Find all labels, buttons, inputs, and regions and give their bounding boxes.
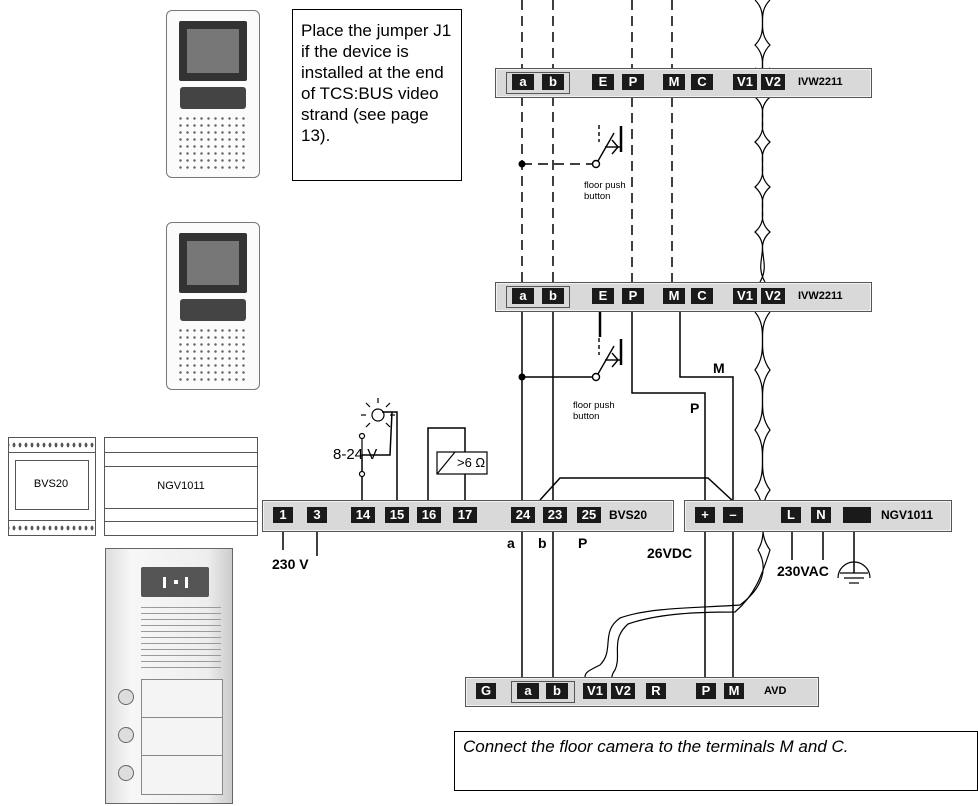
label-resistor: >6 Ω [457,455,486,470]
ground-symbol [837,561,871,584]
terminal-v1: V1 [733,288,757,304]
terminal-3: 3 [307,507,327,523]
ngv1011-strip: + – L N NGV1011 [684,500,952,532]
monitor-screen [179,233,247,293]
video-twisted-pair-bottom [584,311,771,678]
bvs20-strip: 1 3 14 15 16 17 24 23 25 BVS20 [262,500,674,532]
terminal-16: 16 [417,507,441,523]
name-plate-1 [141,679,223,719]
speaker-grille [177,327,249,381]
label-lamp-voltage: 8-24 V [333,446,378,463]
label-wire-p: P [690,400,700,416]
call-button-2 [118,727,134,743]
terminal-b: b [546,683,568,699]
ab-group [506,72,570,94]
monitor-keypad [180,87,246,109]
monitor-screen [179,21,247,81]
name-plate-2 [141,717,223,757]
ivw2211-top-strip: a b E P M C V1 V2 IVW2211 [495,68,872,98]
terminal-24: 24 [511,507,535,523]
terminal-23: 23 [543,507,567,523]
bvs20-model: BVS20 [609,508,648,522]
ab-group [506,286,570,308]
terminal-m: M [724,683,744,699]
terminal-m: M [663,288,685,304]
ngv1011-device: NGV1011 [104,437,258,536]
speaker-slots [141,607,221,673]
terminal-b: b [542,74,564,90]
ngv1011-model: NGV1011 [881,508,934,522]
terminal-1: 1 [273,507,293,523]
camera-note: Connect the floor camera to the terminal… [454,731,978,791]
video-twisted-pair-top [754,0,771,283]
terminal-v2: V2 [761,74,785,90]
terminal-p: P [622,288,644,304]
floor-push-button-1-symbol [591,125,623,169]
terminal-a: a [512,74,534,90]
terminal-15: 15 [385,507,409,523]
floor-push-button-2-symbol [591,338,623,382]
ivw2211-middle-model: IVW2211 [798,290,843,302]
floor-push-button-1-label: floor push button [584,180,626,202]
label-26vdc: 26VDC [647,545,693,561]
terminal-v1: V1 [733,74,757,90]
jumper-note-text: Place the jumper J1 if the device is ins… [301,21,452,145]
terminal-g: G [476,683,496,699]
lamp-symbol [358,398,395,478]
terminal-p: P [696,683,716,699]
terminal-pe [843,507,871,523]
terminal-r: R [646,683,666,699]
label-bus-a: a [507,535,515,551]
avd-strip: G a b V1 V2 R P M AVD [465,677,819,707]
terminal-a: a [517,683,539,699]
label-230vac: 230VAC [777,563,829,579]
terminal-v1: V1 [583,683,607,699]
terminal-l: L [781,507,801,523]
door-station [105,548,233,804]
terminal-a: a [512,288,534,304]
ivw2211-middle-strip: a b E P M C V1 V2 IVW2211 [495,282,872,312]
label-bus-p: P [578,535,588,551]
terminal-25: 25 [577,507,601,523]
bvs20-device-label: BVS20 [33,478,69,490]
ngv1011-device-label: NGV1011 [157,480,205,492]
avd-model: AVD [764,685,787,697]
terminal-b: b [542,288,564,304]
ab-group [511,681,575,703]
speaker-grille [177,115,249,169]
terminal-p: P [622,74,644,90]
terminal-n: N [811,507,831,523]
terminal-m: M [663,74,685,90]
indoor-monitor-2 [166,222,260,390]
call-button-1 [118,689,134,705]
terminal-plus: + [695,507,715,523]
call-button-3 [118,765,134,781]
terminal-14: 14 [351,507,375,523]
terminal-c: C [691,288,713,304]
name-plate-3 [141,755,223,795]
solid-bus-wires [282,312,855,677]
resistor-symbol [436,451,488,475]
floor-push-button-2-label: floor push button [573,400,615,422]
terminal-minus: – [723,507,743,523]
camera-note-text: Connect the floor camera to the terminal… [463,737,849,756]
bvs20-device: BVS20 [8,437,96,536]
dashed-bus-wires [521,0,673,282]
terminal-e: E [592,74,614,90]
terminal-17: 17 [453,507,477,523]
terminal-e: E [592,288,614,304]
terminal-c: C [691,74,713,90]
terminal-v2: V2 [761,288,785,304]
label-bus-b: b [538,535,547,551]
monitor-keypad [180,299,246,321]
jumper-note: Place the jumper J1 if the device is ins… [292,9,462,181]
label-wire-m: M [713,360,725,376]
ivw2211-top-model: IVW2211 [798,76,843,88]
camera-window [141,567,209,597]
terminal-v2: V2 [611,683,635,699]
indoor-monitor-1 [166,10,260,178]
label-230v: 230 V [272,556,309,572]
